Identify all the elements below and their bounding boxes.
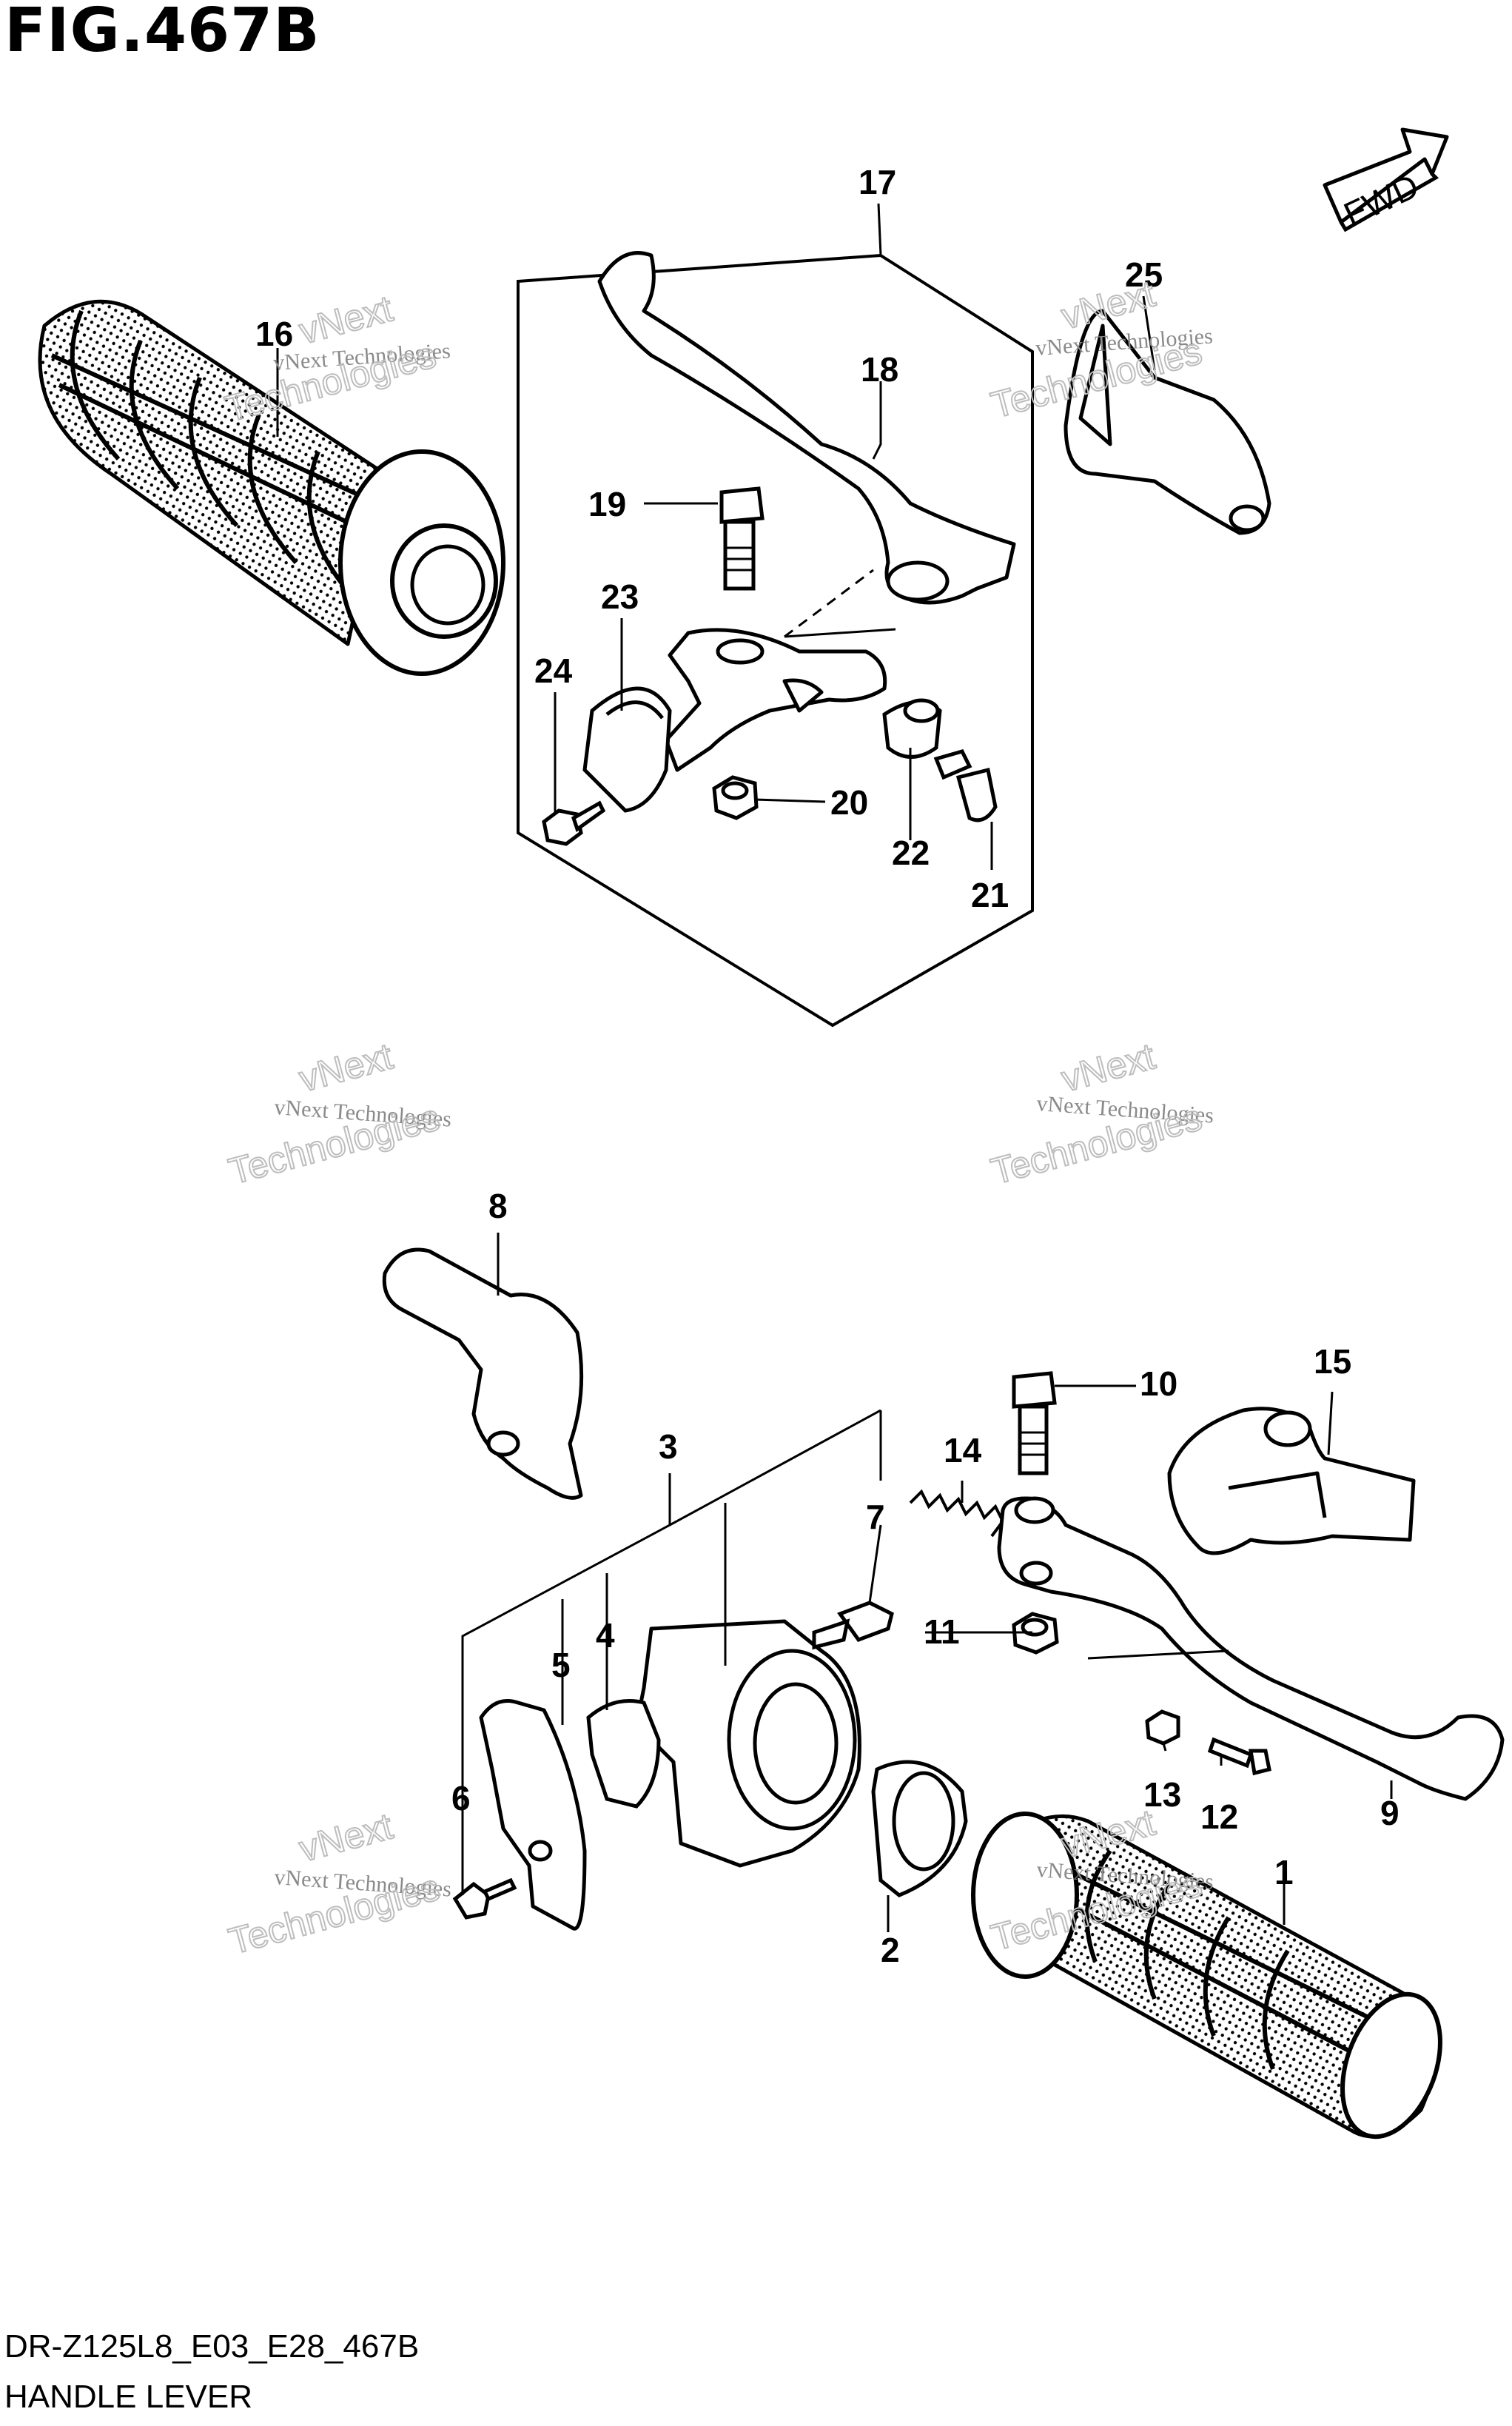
callout-3: 3 xyxy=(659,1427,678,1466)
brake-lever-bolt xyxy=(1012,1371,1057,1475)
throttle-housing xyxy=(634,1619,861,1868)
watermark-large-1: vNext xyxy=(1057,1035,1159,1099)
callout-1: 1 xyxy=(1274,1853,1294,1891)
callout-19: 19 xyxy=(588,485,626,523)
adjuster-bolt xyxy=(933,749,998,822)
callout-24: 24 xyxy=(534,651,573,690)
lever-bracket xyxy=(664,628,887,772)
callout-21: 21 xyxy=(971,876,1009,914)
grip-right xyxy=(971,1812,1442,2139)
callout-4: 4 xyxy=(596,1616,615,1655)
throttle-drum xyxy=(479,1699,587,1931)
callout-6: 6 xyxy=(451,1779,471,1817)
figure-name: HANDLE LEVER xyxy=(4,2379,253,2415)
brake-lever xyxy=(997,1496,1505,1801)
figure-code: DR-Z125L8_E03_E28_467B xyxy=(4,2328,420,2365)
watermark-bottom-left: vNext Technologies vNext Technologies xyxy=(224,1804,452,1963)
adjuster-nut xyxy=(1145,1709,1180,1746)
throttle-cable-cover xyxy=(382,1247,584,1500)
callout-23: 23 xyxy=(601,577,639,616)
watermark-large-1: vNext xyxy=(295,1035,397,1099)
adjuster-lock-ring xyxy=(882,698,942,759)
leader-lines xyxy=(276,203,1393,1932)
watermark-mid-left: vNext Technologies vNext Technologies xyxy=(224,1034,452,1193)
pivot-bolt xyxy=(719,486,765,591)
throttle-cable-cap xyxy=(586,1699,661,1809)
callout-25: 25 xyxy=(1125,255,1163,294)
watermark-top-left: vNext Technologies vNext Technologies xyxy=(220,287,451,430)
callout-16: 16 xyxy=(255,315,293,353)
lever-cover xyxy=(1064,309,1271,535)
callout-8: 8 xyxy=(488,1187,508,1225)
throttle-screw xyxy=(452,1877,517,1920)
lever-adjuster-bolt xyxy=(1207,1737,1271,1776)
lever-spring xyxy=(909,1489,1005,1538)
callout-11: 11 xyxy=(924,1612,960,1651)
clamp xyxy=(582,686,672,813)
housing-screw xyxy=(812,1601,894,1650)
clutch-lever xyxy=(597,251,1016,605)
callout-9: 9 xyxy=(1380,1794,1400,1832)
brake-lever-nut xyxy=(1012,1612,1059,1655)
callout-22: 22 xyxy=(892,834,930,872)
brake-lever-cover xyxy=(1167,1407,1416,1555)
dashed-guide xyxy=(784,569,874,638)
callout-10: 10 xyxy=(1140,1364,1177,1403)
callout-17: 17 xyxy=(859,163,896,201)
clamp-bolt xyxy=(542,800,606,846)
callout-12: 12 xyxy=(1200,1797,1238,1836)
grip-left xyxy=(38,299,505,676)
figure-title: FIG.467B xyxy=(4,0,320,66)
watermark-large-1: vNext xyxy=(295,1805,397,1869)
pivot-guide-line xyxy=(784,628,896,638)
callout-5: 5 xyxy=(551,1646,571,1684)
lever-nut xyxy=(712,775,759,820)
callout-2: 2 xyxy=(881,1931,900,1969)
callout-14: 14 xyxy=(944,1431,982,1470)
callout-numbers: 1 2 3 4 5 6 7 8 9 10 11 12 13 14 15 16 1… xyxy=(255,163,1400,1969)
throttle-flange xyxy=(871,1760,968,1897)
watermark-large-1: vNext xyxy=(295,287,397,352)
fwd-arrow-icon: FWD xyxy=(1323,127,1449,234)
callout-7: 7 xyxy=(866,1498,885,1536)
callout-15: 15 xyxy=(1314,1342,1351,1381)
callout-20: 20 xyxy=(830,783,868,822)
watermark-mid-right: vNext Technologies vNext Technologies xyxy=(986,1034,1214,1193)
callout-13: 13 xyxy=(1143,1775,1181,1814)
callout-18: 18 xyxy=(861,350,898,389)
